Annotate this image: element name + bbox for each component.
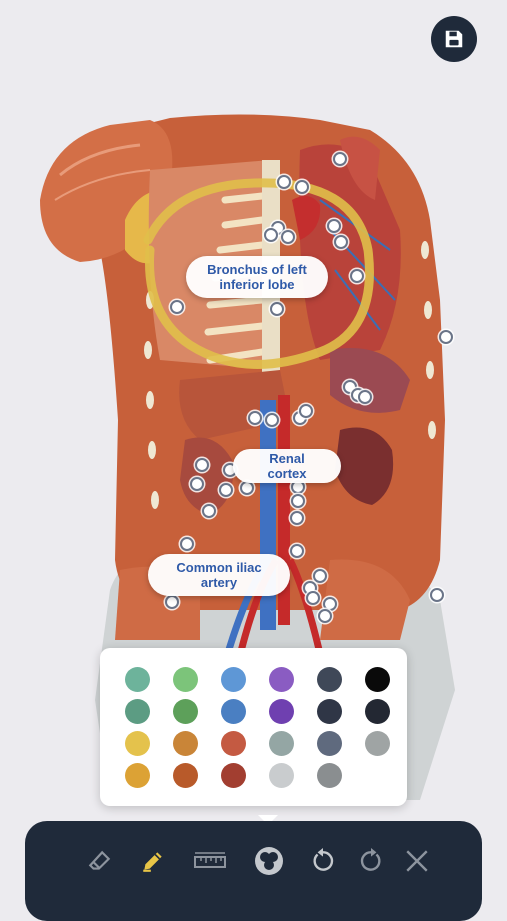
- ruler-icon: [194, 852, 226, 868]
- annotation-pin[interactable]: [170, 300, 184, 314]
- annotation-pin[interactable]: [219, 483, 233, 497]
- annotation-pin[interactable]: [195, 458, 209, 472]
- color-swatch[interactable]: [125, 763, 150, 788]
- annotation-pin[interactable]: [202, 504, 216, 518]
- close-icon: [406, 850, 428, 872]
- ruler-tool[interactable]: [192, 843, 228, 879]
- color-swatch[interactable]: [125, 699, 150, 724]
- annotation-pin[interactable]: [240, 481, 254, 495]
- undo-icon: [313, 848, 334, 871]
- save-button[interactable]: [431, 16, 477, 62]
- annotation-pin[interactable]: [358, 390, 372, 404]
- right-kidney: [180, 437, 234, 515]
- color-swatch[interactable]: [221, 667, 246, 692]
- annotation-pin[interactable]: [350, 269, 364, 283]
- annotation-pin[interactable]: [333, 152, 347, 166]
- annotation-pin[interactable]: [180, 537, 194, 551]
- color-swatch[interactable]: [221, 763, 246, 788]
- annotation-pin[interactable]: [430, 588, 444, 602]
- eraser-icon: [88, 850, 111, 870]
- pencil-tool[interactable]: [135, 843, 171, 879]
- annotation-pin[interactable]: [306, 591, 320, 605]
- color-swatch[interactable]: [173, 699, 198, 724]
- annotation-pin[interactable]: [290, 511, 304, 525]
- left-kidney: [335, 427, 394, 505]
- annotation-pin[interactable]: [165, 595, 179, 609]
- color-swatch[interactable]: [221, 699, 246, 724]
- label-bronchus-left-inferior-lobe[interactable]: Bronchus of left inferior lobe: [186, 256, 328, 298]
- color-swatch[interactable]: [125, 667, 150, 692]
- color-swatch[interactable]: [365, 667, 390, 692]
- color-swatch[interactable]: [269, 667, 294, 692]
- annotation-pin[interactable]: [323, 597, 337, 611]
- annotation-pin[interactable]: [291, 494, 305, 508]
- label-common-iliac-artery[interactable]: Common iliac artery: [148, 554, 290, 596]
- color-swatch[interactable]: [269, 763, 294, 788]
- annotation-pin[interactable]: [190, 477, 204, 491]
- annotation-pin[interactable]: [264, 228, 278, 242]
- annotation-pin[interactable]: [295, 180, 309, 194]
- color-swatch[interactable]: [317, 763, 342, 788]
- color-swatch[interactable]: [173, 731, 198, 756]
- close-button[interactable]: [399, 843, 435, 879]
- annotation-pin[interactable]: [299, 404, 313, 418]
- annotation-pin[interactable]: [313, 569, 327, 583]
- color-swatch[interactable]: [365, 699, 390, 724]
- redo-button[interactable]: [353, 843, 389, 879]
- annotation-pin[interactable]: [270, 302, 284, 316]
- redo-icon: [360, 848, 381, 871]
- annotation-pin[interactable]: [290, 544, 304, 558]
- color-swatch[interactable]: [365, 731, 390, 756]
- annotation-pin[interactable]: [327, 219, 341, 233]
- annotation-pin[interactable]: [318, 609, 332, 623]
- drawn-annotation: [143, 178, 374, 369]
- palette-pointer: [258, 815, 278, 825]
- label-renal-cortex[interactable]: Renal cortex: [233, 449, 341, 483]
- color-swatch[interactable]: [221, 731, 246, 756]
- annotation-pin[interactable]: [265, 413, 279, 427]
- eraser-tool[interactable]: [82, 843, 118, 879]
- annotation-pin[interactable]: [439, 330, 453, 344]
- pencil-icon: [143, 852, 162, 872]
- color-swatch[interactable]: [173, 763, 198, 788]
- undo-button[interactable]: [305, 843, 341, 879]
- color-swatch[interactable]: [317, 667, 342, 692]
- color-swatch[interactable]: [269, 699, 294, 724]
- color-swatch[interactable]: [317, 699, 342, 724]
- annotation-pin[interactable]: [281, 230, 295, 244]
- drawing-toolbar: [25, 821, 482, 921]
- color-palette-icon: [255, 847, 283, 875]
- color-swatch[interactable]: [317, 731, 342, 756]
- color-swatch[interactable]: [173, 667, 198, 692]
- annotation-pin[interactable]: [277, 175, 291, 189]
- color-swatch[interactable]: [125, 731, 150, 756]
- annotation-pin[interactable]: [334, 235, 348, 249]
- color-palette-popover: [100, 648, 407, 806]
- save-icon: [445, 30, 463, 48]
- color-tool[interactable]: [251, 843, 287, 879]
- annotation-pin[interactable]: [248, 411, 262, 425]
- color-swatch[interactable]: [269, 731, 294, 756]
